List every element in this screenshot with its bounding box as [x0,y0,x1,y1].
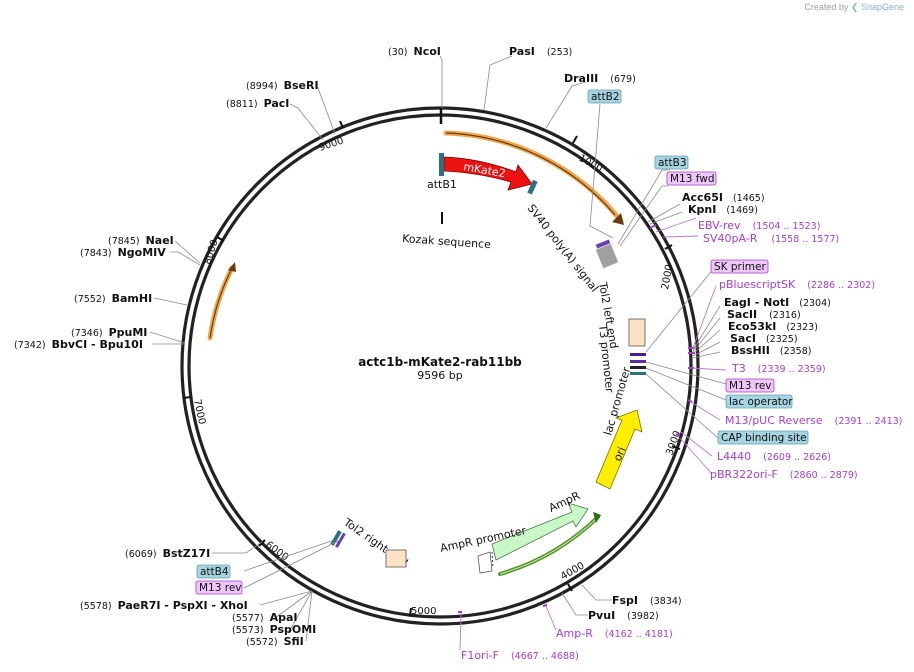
tick-label: 5000 [411,606,436,617]
primer-ebvrev: EBV-rev(1504 .. 1523) [698,219,820,232]
orf-arc-left-core [209,267,233,339]
orf-arc-ampr-core [499,518,597,575]
attb4-box-label: attB4 [200,566,229,578]
primer-l4440: L4440(2609 .. 2626) [717,450,831,463]
attb3-marker [595,239,611,249]
primer-pbluescriptsk: pBluescriptSK(2286 .. 2302) [719,278,875,291]
sv40-label: SV40 poly(A) signal [525,202,601,295]
amprpromoter-dash [491,551,494,569]
enzyme-sacii: SacII(2316) [727,308,801,321]
sv40-block [595,243,619,269]
primer-m13puc: M13/pUC Reverse(2391 .. 2413) [725,414,902,427]
m13rev-box-label: M13 rev [729,380,772,392]
capbinding-box [717,430,809,445]
m13rev-box [725,378,775,393]
primer-tick-ebv [649,224,657,229]
primer-sv40par: SV40pA-R(1558 .. 1577) [703,232,839,245]
mkate2-arrow [443,156,533,191]
enzyme-ngomiv: (7843)NgoMIV [80,246,166,259]
enzyme-pasi: PasI(253) [509,45,572,58]
enzyme-eagi: EagI - NotI(2304) [724,296,831,309]
attb3-box-label: attB3 [658,157,687,169]
primer-leaders [243,103,727,651]
ori-arrow [595,409,643,490]
primer-tick-mcs1 [688,347,695,369]
enzyme-apai: (5577)ApaI [232,611,298,624]
m13rev2-box-label: M13 rev [199,582,242,594]
orf-arc-left-arrowhead [228,262,236,272]
orf-arc-top-arrowhead [612,213,624,225]
ori-label: ori [611,445,629,463]
enzyme-eco53ki: Eco53kI(2323) [728,320,818,333]
lacoperator-box-label: lac operator [729,396,793,408]
enzyme-acc65i: Acc65I(1465) [682,191,765,204]
attb1-label: attB1 [427,178,457,191]
enzyme-bseri: (8994)BseRI [246,79,319,92]
enzyme-paer7i: (5578)PaeR7I - PspXI - XhoI [80,599,248,612]
enzyme-paci: (8811)PacI [226,97,289,110]
enzyme-bsshii: BssHII(2358) [731,344,811,357]
mcs-markers [630,353,646,375]
enzyme-ppumi: (7346)PpuMI [71,326,147,339]
attb4-box [196,564,231,579]
m13rev2-marker [335,532,346,548]
plasmid-name: actc1b-mKate2-rab11bb [358,355,522,369]
boxed-labels: attB2 attB3 M13 fwd SK primer M13 rev la… [195,89,809,595]
snapgene-logo-icon: ❮ [850,2,859,12]
orf-arc-ampr-arrowhead [593,512,601,523]
lacoperator-box [725,394,793,409]
skprimer-box-label: SK primer [714,261,766,273]
enzyme-fspi: FspI(3834) [612,594,682,607]
credit-prefix: Created by [804,2,849,12]
tick-label: 3000 [664,429,683,457]
tick-label: 7000 [191,398,207,425]
kozak-label: Kozak sequence [402,232,492,251]
enzyme-labels: (30)NcoI PasI(253) DraIII(679) Acc65I(14… [14,45,831,648]
plasmid-length: 9596 bp [417,369,462,382]
enzyme-ncoi: (30)NcoI [388,45,441,58]
mkate2-label: mKate2 [462,160,506,180]
primer-tick-l4440 [675,399,693,436]
enzyme-saci: SacI(2325) [730,332,798,345]
orf-arc-top-core [445,132,616,216]
enzyme-bbvci: (7342)BbvCI - Bpu10I [14,338,143,351]
credit-brand: SnapGene [860,2,904,12]
enzyme-naei: (7845)NaeI [108,234,174,247]
m13rev2-box [195,580,243,595]
primer-ampr: Amp-R(4162 .. 4181) [556,627,673,640]
attb2-marker [527,179,538,195]
attb4-marker [330,530,342,546]
primer-tick-ampr [458,604,548,613]
snapgene-credit: Created by ❮ SnapGene [804,2,904,13]
primer-pbr322: pBR322ori-F(2860 .. 2879) [710,468,858,481]
skprimer-box [710,259,769,274]
attb2-box [587,89,622,104]
amprpromoter-arrow [477,551,493,574]
enzyme-pspomi: (5573)PspOMI [232,623,316,636]
m13fwd-box [666,171,717,186]
tol2left-block [628,318,646,347]
enzyme-bstz17i: (6069)BstZ17I [125,547,210,560]
primer-t3: T3(2339 .. 2359) [731,362,826,375]
primer-labels: EBV-rev(1504 .. 1523) SV40pA-R(1558 .. 1… [461,219,902,662]
attb3-box [654,155,689,170]
tol2right-block [385,549,407,568]
orf-arc-left [207,265,235,341]
attb1-marker [439,153,444,176]
tick-label: 2000 [660,264,675,291]
m13fwd-box-label: M13 fwd [670,173,715,185]
attb2-box-label: attB2 [591,91,620,103]
ampr-arrow [491,502,589,561]
tick-marks [182,120,681,617]
enzyme-kpni: KpnI(1469) [688,203,758,216]
capbinding-box-label: CAP binding site [721,432,807,444]
primer-f1ori: F1ori-F(4667 .. 4688) [461,649,579,662]
enzyme-pvui: PvuI(3982) [588,609,659,622]
enzyme-leaders [149,55,721,642]
enzyme-draiii: DraIII(679) [564,72,636,85]
enzyme-bamhi: (7552)BamHI [74,292,152,305]
enzyme-sfii: (5572)SfiI [246,635,304,648]
